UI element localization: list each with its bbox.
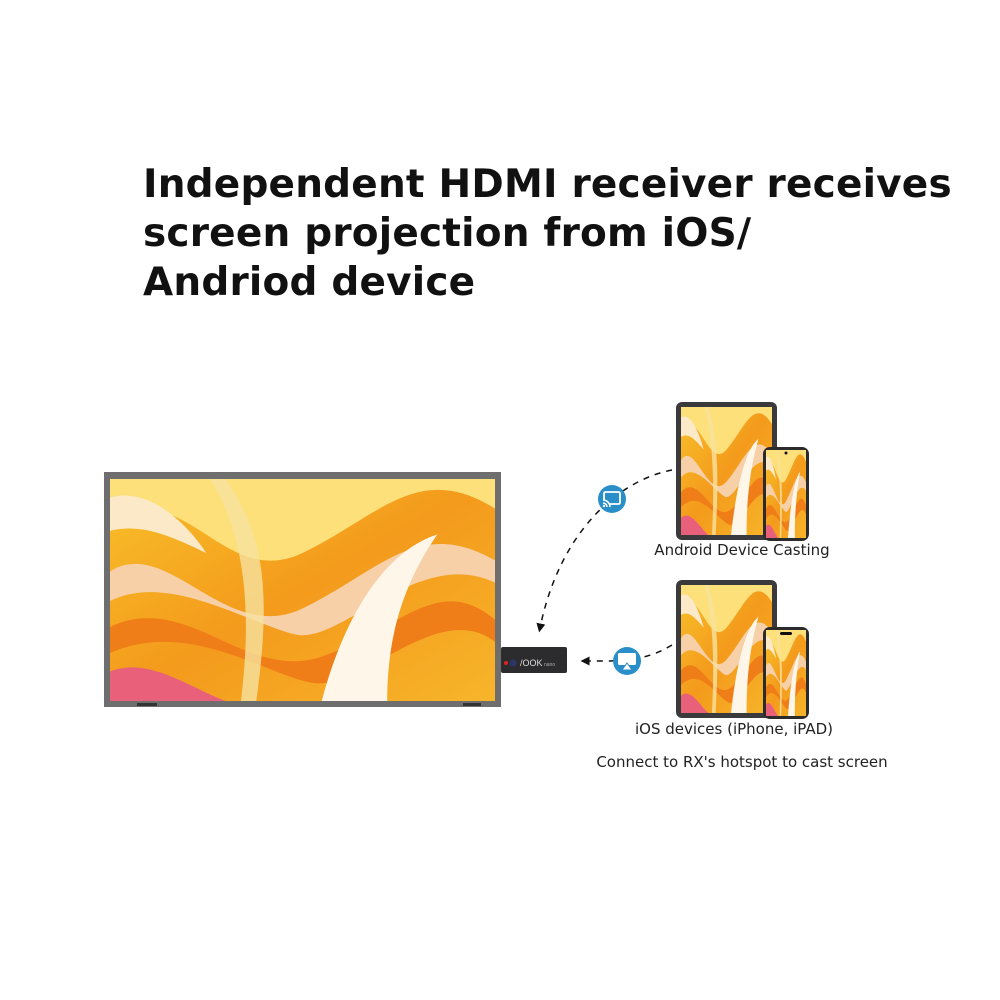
ios-label: iOS devices (iPhone, iPAD): [634, 720, 834, 738]
headline-line-2: screen projection from iOS/: [143, 211, 752, 256]
ios-tablet-phone: [676, 580, 809, 719]
headline-line-1: Independent HDMI receiver receives: [143, 162, 952, 207]
tv-display: [104, 472, 501, 707]
ios-cast-path: [580, 644, 673, 666]
airplay-icon: [613, 647, 641, 675]
svg-text:nano: nano: [544, 662, 555, 668]
headline: Independent HDMI receiver receives scree…: [143, 160, 952, 307]
android-tablet-phone: [676, 402, 809, 541]
android-cast-path: [536, 469, 673, 633]
ios-note: Connect to RX's hotspot to cast screen: [596, 753, 888, 771]
svg-text:/OOK: /OOK: [520, 658, 543, 668]
headline-line-3: Andriod device: [143, 260, 476, 305]
cast-icon: [598, 485, 626, 513]
hdmi-receiver-dongle: /OOK nano: [501, 647, 567, 673]
android-label: Android Device Casting: [654, 541, 830, 559]
